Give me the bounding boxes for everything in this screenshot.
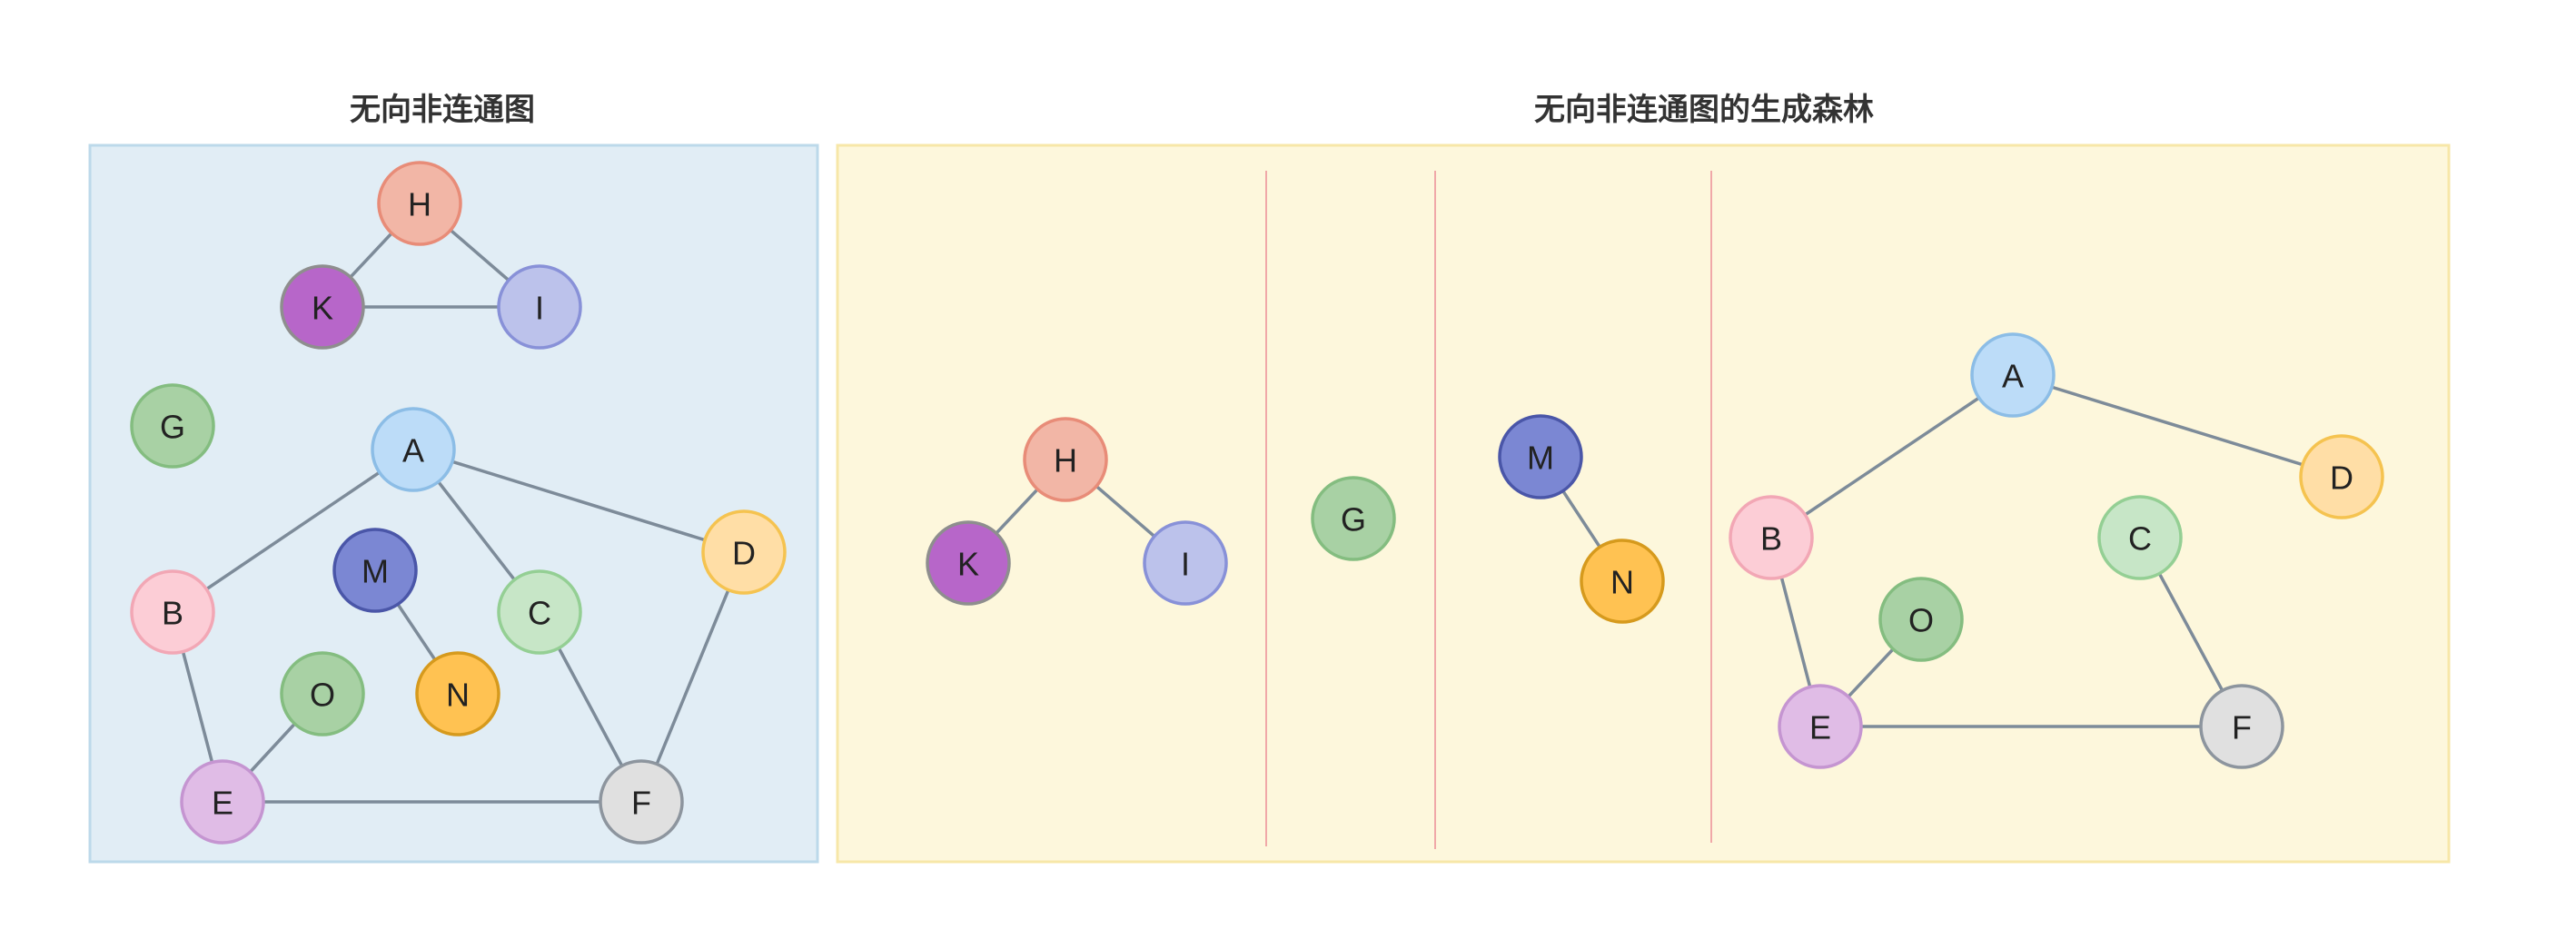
forest-tree4-node-circle-a — [1970, 332, 2056, 418]
graph-node-circle-g — [130, 383, 215, 469]
left-title: 无向非连通图 — [350, 92, 535, 128]
graph-node-d: D — [701, 509, 787, 595]
forest-tree4-node-circle-e — [1778, 684, 1863, 769]
graph-node-label-a: A — [402, 432, 424, 470]
graph-node-n: N — [415, 651, 500, 736]
forest-tree1-node-circle-i — [1143, 520, 1228, 606]
graph-node-circle-m — [332, 528, 418, 613]
graph-edge-d-f — [639, 550, 746, 804]
forest-tree4-node-f: F — [2199, 684, 2284, 769]
forest-tree4-node-label-a: A — [2002, 358, 2024, 395]
graph-node-c: C — [497, 569, 582, 655]
forest-tree1-node-h: H — [1023, 417, 1108, 502]
graph-node-a: A — [371, 407, 456, 492]
forest-tree1-node-i: I — [1143, 520, 1228, 606]
graph-nodes: H K I G A B M C D O N E F — [130, 161, 787, 845]
graph-node-circle-h — [377, 161, 462, 246]
graph-node-circle-n — [415, 651, 500, 736]
forest-tree2-node-g: G — [1311, 476, 1396, 561]
forest-tree1-node-circle-k — [926, 520, 1011, 606]
graph-node-circle-k — [280, 264, 365, 350]
spanning-forest-panel — [836, 143, 2451, 864]
graph-node-label-g: G — [160, 409, 185, 446]
forest-tree4-node-circle-c — [2097, 495, 2183, 580]
graph-node-i: I — [497, 264, 582, 350]
forest-tree3-node-label-m: M — [1527, 440, 1554, 477]
forest-nodes: H K I G M N A B C D O E F — [926, 332, 2384, 769]
forest-tree4-node-label-e: E — [1809, 709, 1831, 746]
graph-node-o: O — [280, 651, 365, 736]
forest-tree4-node-d: D — [2299, 434, 2384, 519]
forest-tree4-node-o: O — [1878, 577, 1964, 662]
graph-edge-a-d — [411, 448, 746, 554]
forest-tree2-node-label-g: G — [1341, 501, 1366, 539]
graph-node-f: F — [599, 759, 684, 845]
forest-tree1-node-k: K — [926, 520, 1011, 606]
graph-node-label-n: N — [446, 677, 470, 714]
forest-tree4-node-label-o: O — [1908, 602, 1934, 639]
forest-tree4-node-circle-d — [2299, 434, 2384, 519]
graph-node-label-e: E — [212, 785, 233, 822]
graph-node-circle-o — [280, 651, 365, 736]
graph-node-label-i: I — [535, 290, 544, 327]
graph-node-b: B — [130, 569, 215, 655]
graph-node-e: E — [180, 759, 265, 845]
forest-tree4-node-label-d: D — [2330, 460, 2353, 497]
forest-tree4-edge-a-d — [2011, 373, 2343, 479]
forest-tree1-node-label-i: I — [1181, 546, 1190, 583]
tree-separators — [1265, 171, 1712, 849]
graph-node-label-m: M — [362, 553, 389, 590]
graph-node-label-c: C — [528, 595, 551, 632]
graph-node-circle-c — [497, 569, 582, 655]
forest-tree2-node-circle-g — [1311, 476, 1396, 561]
forest-tree4-node-label-b: B — [1760, 520, 1782, 558]
forest-tree4-node-label-c: C — [2128, 520, 2152, 558]
graph-node-circle-b — [130, 569, 215, 655]
right-title: 无向非连通图的生成森林 — [1534, 92, 1874, 128]
forest-tree3-node-m: M — [1498, 414, 1583, 499]
forest-tree1-node-label-h: H — [1054, 442, 1077, 479]
graph-node-circle-d — [701, 509, 787, 595]
graph-node-label-o: O — [310, 677, 335, 714]
forest-tree4-edge-a-b — [1769, 373, 2015, 539]
graph-node-label-b: B — [162, 595, 183, 632]
graph-node-circle-i — [497, 264, 582, 350]
forest-tree4-node-circle-f — [2199, 684, 2284, 769]
forest-tree1-node-label-k: K — [957, 546, 979, 583]
forest-tree3-node-circle-n — [1580, 539, 1665, 624]
graph-node-circle-e — [180, 759, 265, 845]
graph-node-circle-a — [371, 407, 456, 492]
forest-tree4-node-b: B — [1729, 495, 1814, 580]
graph-node-label-h: H — [408, 186, 431, 223]
graph-edge-a-b — [171, 448, 415, 614]
forest-tree4-node-a: A — [1970, 332, 2056, 418]
graph-node-label-d: D — [732, 535, 756, 572]
graph-node-m: M — [332, 528, 418, 613]
graph-node-g: G — [130, 383, 215, 469]
forest-tree3-node-circle-m — [1498, 414, 1583, 499]
graph-node-label-k: K — [312, 290, 333, 327]
forest-tree4-node-circle-o — [1878, 577, 1964, 662]
forest-tree3-node-label-n: N — [1610, 564, 1634, 601]
graph-node-h: H — [377, 161, 462, 246]
forest-tree1-node-circle-h — [1023, 417, 1108, 502]
graph-node-k: K — [280, 264, 365, 350]
forest-tree4-node-label-f: F — [2232, 709, 2252, 746]
graph-node-circle-f — [599, 759, 684, 845]
forest-tree4-node-c: C — [2097, 495, 2183, 580]
graph-node-label-f: F — [631, 785, 651, 822]
forest-tree4-node-e: E — [1778, 684, 1863, 769]
forest-tree3-node-n: N — [1580, 539, 1665, 624]
forest-tree4-node-circle-b — [1729, 495, 1814, 580]
